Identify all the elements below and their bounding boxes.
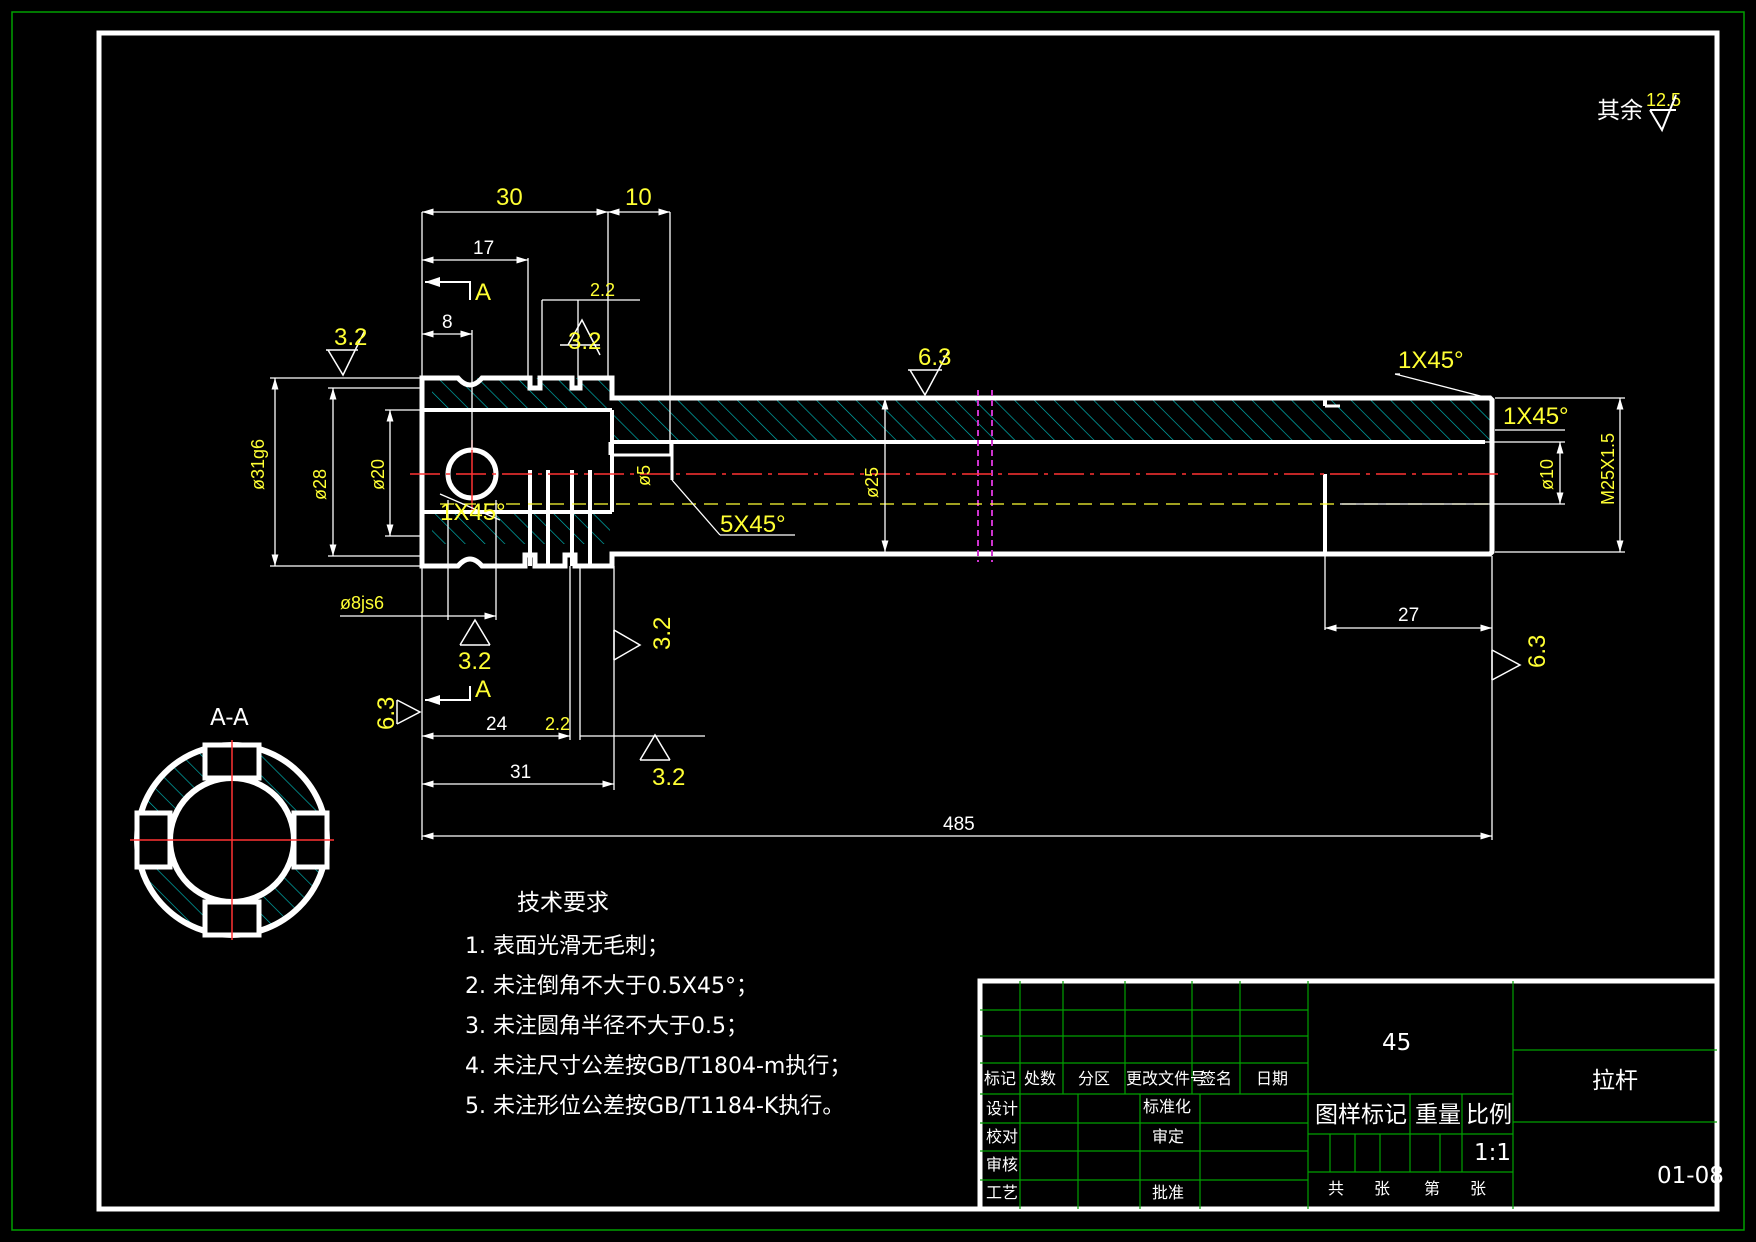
svg-text:ø31g6: ø31g6 [248, 439, 268, 490]
svg-text:ø5: ø5 [634, 465, 654, 486]
svg-text:工艺: 工艺 [986, 1183, 1018, 1202]
section-markers: A A [425, 277, 491, 705]
svg-text:签名: 签名 [1200, 1069, 1232, 1088]
svg-text:张: 张 [1470, 1179, 1486, 1198]
svg-text:8: 8 [442, 312, 453, 333]
svg-text:分区: 分区 [1078, 1069, 1110, 1088]
title-block: 标记 处数 分区 更改文件号 签名 日期 设计 校对 审核 工艺 标准化 审定 … [977, 978, 1724, 1212]
svg-text:技术要求: 技术要求 [517, 890, 609, 916]
inner-frame [96, 30, 1720, 1212]
svg-text:01-08: 01-08 [1657, 1163, 1724, 1189]
svg-text:重量: 重量 [1415, 1102, 1461, 1128]
svg-text:3.2: 3.2 [458, 648, 491, 675]
dimension-labels: 30 10 17 8 2.2 2.2 24 31 485 27 ø8js6 ø3… [248, 184, 1618, 835]
svg-text:日期: 日期 [1256, 1069, 1288, 1088]
svg-text:共: 共 [1328, 1179, 1344, 1198]
svg-text:1X45°: 1X45° [1398, 347, 1464, 374]
roughness-symbols [326, 318, 1522, 761]
svg-text:3.2: 3.2 [652, 764, 685, 791]
svg-text:审核: 审核 [986, 1155, 1018, 1174]
section-a-a-view: A-A [130, 705, 334, 940]
svg-text:27: 27 [1398, 605, 1419, 626]
svg-text:2.2: 2.2 [545, 714, 570, 734]
svg-text:批准: 批准 [1152, 1183, 1184, 1202]
svg-text:A: A [475, 279, 491, 306]
svg-text:2.2: 2.2 [590, 280, 615, 300]
svg-text:比例: 比例 [1466, 1102, 1512, 1128]
svg-text:2. 未注倒角不大于0.5X45°；: 2. 未注倒角不大于0.5X45°； [465, 974, 758, 999]
svg-text:5X45°: 5X45° [720, 511, 786, 538]
svg-text:17: 17 [473, 238, 494, 259]
svg-text:设计: 设计 [986, 1099, 1018, 1118]
roughness-labels: 3.2 3.2 6.3 3.2 3.2 3.2 6.3 6.3 [334, 324, 1551, 791]
svg-text:ø28: ø28 [310, 469, 330, 500]
svg-text:ø8js6: ø8js6 [340, 593, 384, 613]
pull-rod-main-view [410, 375, 1500, 569]
svg-text:45: 45 [1382, 1030, 1411, 1056]
svg-text:4. 未注尺寸公差按GB/T1804-m执行；: 4. 未注尺寸公差按GB/T1804-m执行； [465, 1054, 851, 1079]
svg-text:第: 第 [1424, 1179, 1440, 1198]
svg-text:其余: 其余 [1597, 98, 1643, 124]
svg-text:6.3: 6.3 [918, 344, 951, 371]
svg-text:1X45°: 1X45° [1503, 403, 1569, 430]
svg-text:A-A: A-A [210, 705, 249, 731]
svg-text:3.2: 3.2 [568, 328, 601, 355]
svg-text:图样标记: 图样标记 [1315, 1102, 1407, 1128]
svg-text:3.2: 3.2 [649, 617, 676, 650]
svg-text:标记: 标记 [984, 1069, 1016, 1088]
dimensions [270, 208, 1625, 840]
svg-text:3. 未注圆角半径不大于0.5；: 3. 未注圆角半径不大于0.5； [465, 1014, 748, 1039]
outer-frame [11, 11, 1745, 1231]
svg-text:24: 24 [486, 714, 508, 735]
svg-text:处数: 处数 [1024, 1069, 1056, 1088]
svg-text:30: 30 [496, 184, 523, 211]
svg-text:1X45°: 1X45° [440, 499, 506, 526]
svg-text:标准化: 标准化 [1143, 1097, 1191, 1116]
svg-text:校对: 校对 [986, 1127, 1018, 1146]
svg-text:6.3: 6.3 [373, 697, 400, 730]
svg-text:审定: 审定 [1152, 1127, 1184, 1146]
svg-text:1:1: 1:1 [1474, 1140, 1511, 1166]
svg-text:A: A [475, 676, 491, 703]
svg-text:10: 10 [625, 184, 652, 211]
svg-text:更改文件号: 更改文件号 [1126, 1069, 1206, 1088]
svg-text:张: 张 [1374, 1179, 1390, 1198]
svg-text:M25X1.5: M25X1.5 [1598, 433, 1618, 505]
svg-text:1. 表面光滑无毛刺；: 1. 表面光滑无毛刺； [465, 934, 669, 959]
svg-text:5. 未注形位公差按GB/T1184-K执行。: 5. 未注形位公差按GB/T1184-K执行。 [465, 1094, 844, 1119]
svg-text:6.3: 6.3 [1524, 635, 1551, 668]
svg-text:ø10: ø10 [1537, 459, 1557, 490]
default-roughness: 其余 12.5 [1597, 90, 1681, 133]
svg-text:31: 31 [510, 762, 531, 783]
svg-text:拉杆: 拉杆 [1592, 1068, 1638, 1094]
svg-text:12.5: 12.5 [1646, 90, 1681, 110]
svg-text:3.2: 3.2 [334, 324, 367, 351]
svg-text:ø20: ø20 [368, 459, 388, 490]
svg-text:ø25: ø25 [862, 467, 882, 498]
svg-text:485: 485 [943, 814, 975, 835]
technical-requirements: 技术要求 1. 表面光滑无毛刺； 2. 未注倒角不大于0.5X45°； 3. 未… [465, 890, 851, 1119]
